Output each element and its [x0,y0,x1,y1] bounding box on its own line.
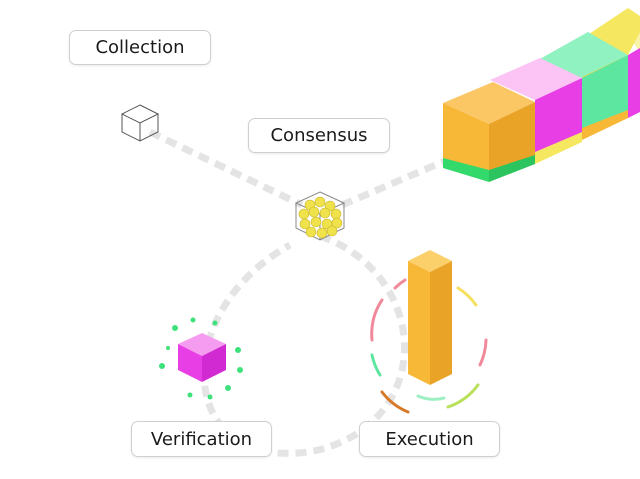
wireframe-cube-icon [120,104,160,142]
collection-label: Collection [69,30,211,65]
chain-block-stripe-2 [582,110,628,140]
execution-ring [370,278,488,414]
cube-of-spheres-icon [294,191,346,241]
block-chain [443,8,640,182]
chain-block-top-1 [490,58,582,100]
chain-block-stripe-0b [489,155,535,182]
verification-label: Verification [131,421,272,457]
chain-block-stripe-1 [535,132,582,164]
consensus-label: Consensus [248,118,390,153]
orange-pillar-icon [370,250,488,414]
magenta-cube-icon [159,317,243,400]
track-consensus-chain [340,154,454,209]
chain-block-stripe-0a [443,158,489,182]
chain-block-left-0 [443,103,489,180]
execution-label: Execution [359,421,500,457]
chain-block-front-4 [628,48,640,118]
connector-tracks [148,128,454,457]
track-collection-consensus [148,128,304,209]
chain-block-top-2 [538,32,628,78]
verification-dots [159,317,243,400]
